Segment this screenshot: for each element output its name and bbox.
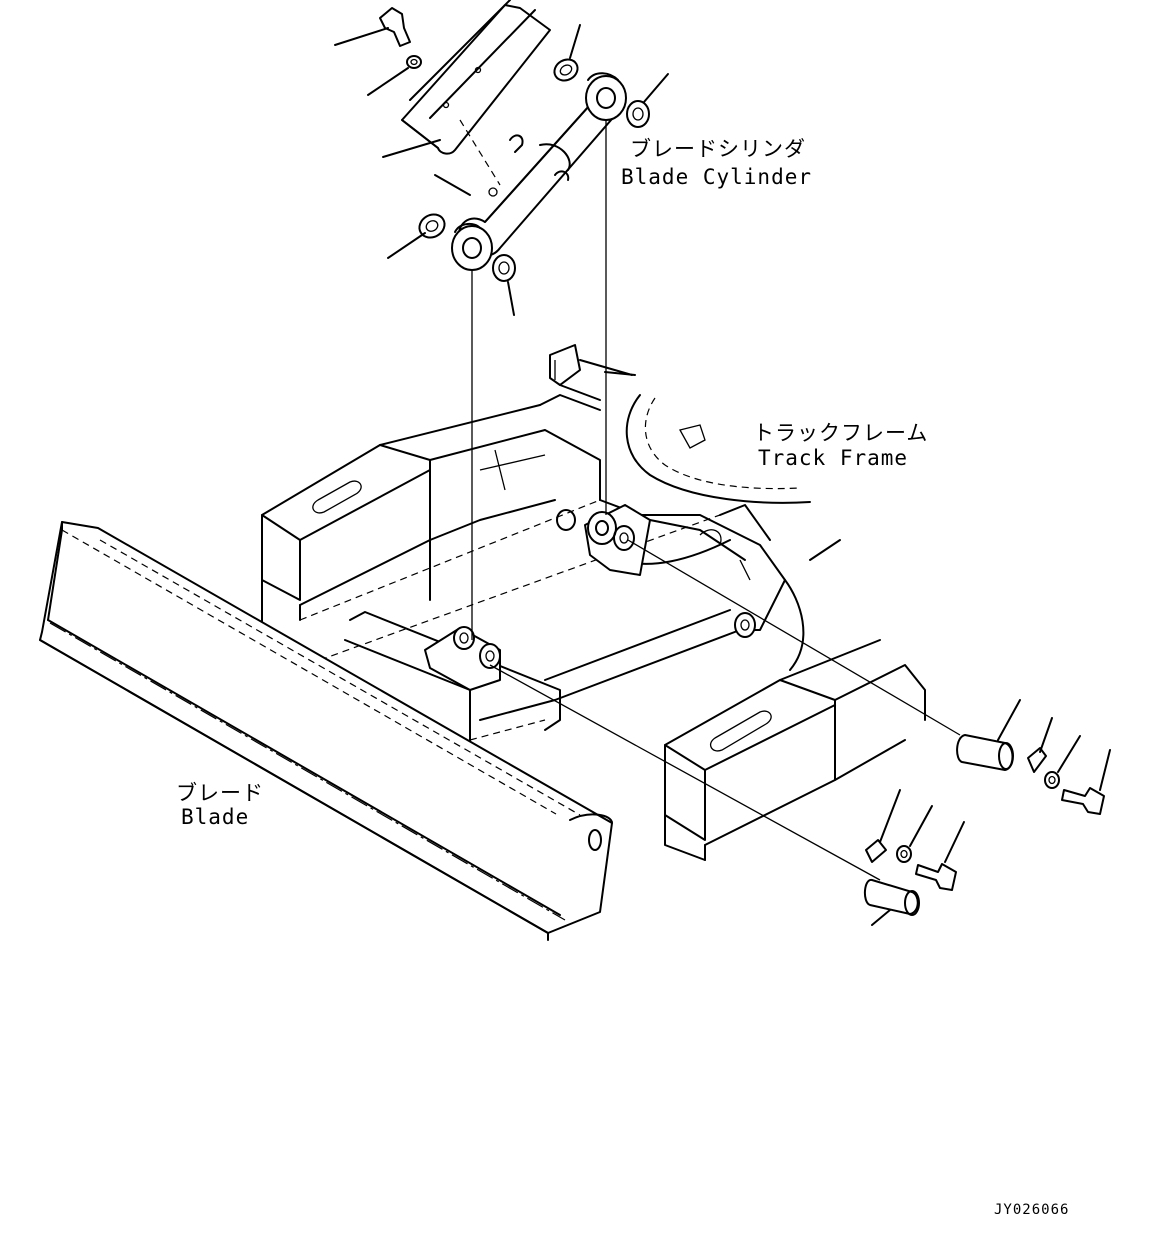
blade-cylinder-label-jp: ブレードシリンダ xyxy=(630,137,806,161)
assembly-guide-lines xyxy=(471,120,961,881)
cover-leader xyxy=(382,139,441,158)
track-frame xyxy=(604,371,841,671)
bolt-right xyxy=(1061,749,1111,815)
cover-bolt xyxy=(334,7,411,47)
washer-left xyxy=(896,805,933,863)
pin-left xyxy=(864,879,920,926)
shim-bottom-right xyxy=(492,254,516,316)
drawing-number: JY026066 xyxy=(994,1202,1069,1218)
blade-label-en: Blade xyxy=(181,805,249,829)
blade-cylinder-label-en: Blade Cylinder xyxy=(621,165,812,189)
blade-label-jp: ブレード xyxy=(176,781,264,805)
lock-plate-left xyxy=(865,789,901,863)
cylinder-cover xyxy=(401,0,551,186)
shim-top-right xyxy=(626,73,669,128)
shim-top-left xyxy=(553,24,581,82)
cylinder-mount-rear xyxy=(556,504,756,638)
main-frame xyxy=(261,344,926,861)
cylinder-mount-front xyxy=(424,626,501,691)
shim-bottom-left xyxy=(387,213,446,259)
washer-right xyxy=(1044,735,1081,789)
lock-plate-right xyxy=(1027,717,1053,773)
bolt-left xyxy=(915,821,965,891)
track-frame-label-en: Track Frame xyxy=(758,446,908,470)
cover-washer xyxy=(367,55,422,96)
track-frame-label-jp: トラックフレーム xyxy=(753,421,928,445)
pin-right xyxy=(956,699,1021,771)
blade xyxy=(39,521,613,941)
